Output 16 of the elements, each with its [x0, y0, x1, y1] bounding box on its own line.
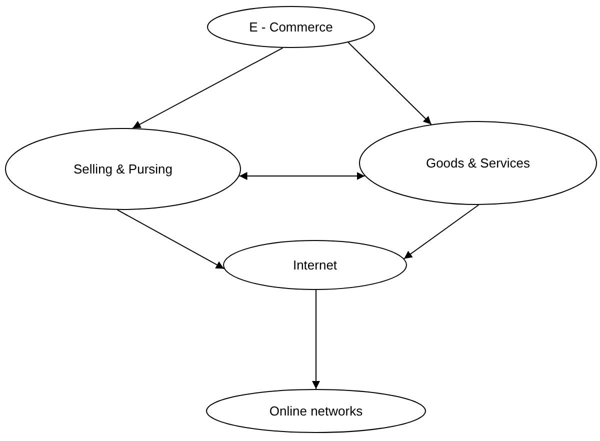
- ellipse-node: [5, 128, 241, 210]
- arrow: [404, 204, 480, 260]
- node-label: Goods & Services: [426, 156, 530, 170]
- arrow: [132, 47, 284, 129]
- node-label: Selling & Pursing: [74, 162, 172, 176]
- ellipse-node: [207, 6, 375, 48]
- ellipse-node: [359, 121, 597, 205]
- arrow: [238, 172, 366, 180]
- arrow: [116, 209, 224, 270]
- node-label: E - Commerce: [249, 20, 333, 34]
- node-label: Online networks: [269, 404, 363, 418]
- ellipse-node: [206, 389, 426, 433]
- arrow: [312, 290, 320, 390]
- node-label: Internet: [292, 258, 338, 272]
- arrow: [348, 42, 432, 125]
- ellipse-node: [223, 240, 407, 290]
